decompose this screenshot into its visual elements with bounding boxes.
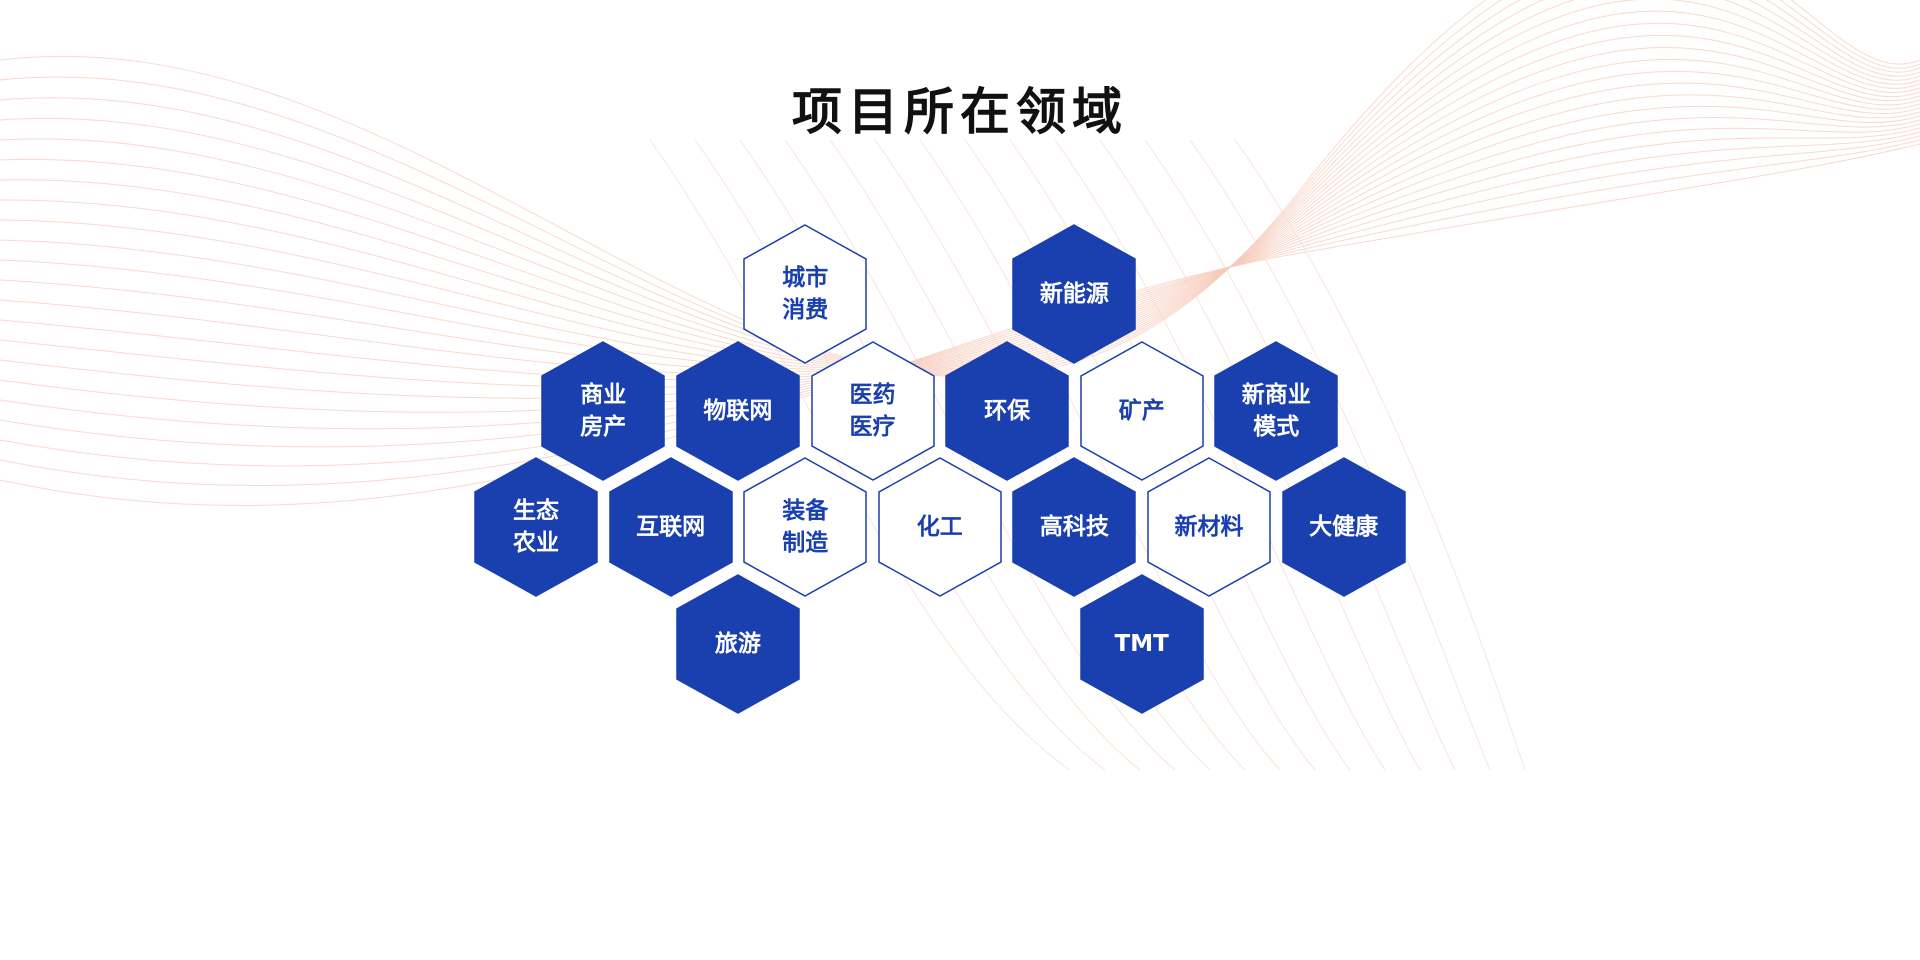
hexagon-shape bbox=[541, 340, 666, 481]
domain-hex[interactable]: 环保 bbox=[945, 340, 1069, 481]
domain-hex[interactable]: 化工 bbox=[878, 457, 1002, 597]
domain-hex-label: 装备 制造 bbox=[782, 498, 829, 556]
hexagon-shape bbox=[810, 340, 935, 481]
wave-line bbox=[0, 127, 1920, 430]
wave-line bbox=[0, 139, 1920, 486]
hexagon-shape bbox=[945, 340, 1069, 481]
domain-hex-label: 新能源 bbox=[1039, 281, 1109, 307]
domain-hex[interactable]: 新材料 bbox=[1147, 457, 1271, 597]
domain-hex[interactable]: 生态 农业 bbox=[474, 457, 598, 597]
wave-line bbox=[0, 58, 1920, 371]
hexagon-shape bbox=[1281, 457, 1406, 597]
domain-hex[interactable]: TMT bbox=[1079, 573, 1204, 714]
domain-hex-label: 矿产 bbox=[1118, 397, 1165, 424]
hexagon-shape bbox=[474, 457, 598, 597]
domain-hex-label: 物联网 bbox=[703, 397, 773, 424]
hexagon-shape bbox=[676, 573, 800, 714]
hexagon-shape bbox=[1012, 224, 1137, 364]
domain-hex-label: 高科技 bbox=[1039, 514, 1109, 540]
domain-hex-label: 生态 农业 bbox=[513, 498, 559, 556]
domain-hex-label: 商业 房产 bbox=[580, 381, 627, 440]
wave-line bbox=[0, 82, 1920, 376]
domain-hex-label: 旅游 bbox=[714, 630, 761, 657]
hexagon-shape bbox=[1214, 340, 1339, 481]
domain-hex[interactable]: 新能源 bbox=[1012, 224, 1137, 364]
hexagon-shape bbox=[608, 457, 733, 597]
hexagon-shape bbox=[743, 457, 867, 597]
wave-line bbox=[0, 94, 1920, 381]
wave-line bbox=[0, 10, 1920, 370]
domain-hex-label: 互联网 bbox=[636, 514, 706, 540]
wave-line bbox=[0, 0, 1920, 372]
wave-line bbox=[0, 0, 1920, 378]
domain-hex[interactable]: 互联网 bbox=[608, 457, 733, 597]
wave-line bbox=[0, 123, 1920, 413]
wave-line bbox=[0, 105, 1920, 388]
wave-line bbox=[0, 135, 1920, 467]
wave-line bbox=[0, 70, 1920, 373]
domain-hex-label: TMT bbox=[1114, 630, 1169, 657]
wave-line bbox=[0, 0, 1920, 375]
wave-line bbox=[0, 22, 1920, 370]
domain-hex[interactable]: 新商业 模式 bbox=[1214, 340, 1339, 481]
domain-hex[interactable]: 装备 制造 bbox=[743, 457, 867, 597]
hexagon-shape bbox=[1079, 340, 1204, 481]
wave-line bbox=[0, 0, 1920, 377]
domain-hex[interactable]: 物联网 bbox=[676, 340, 800, 481]
domain-hex-label: 新商业 模式 bbox=[1241, 381, 1311, 440]
hexagon-shape bbox=[743, 224, 867, 364]
wave-line bbox=[0, 143, 1920, 506]
hexagon-shape bbox=[1147, 457, 1271, 597]
domain-hex-label: 城市 消费 bbox=[782, 265, 829, 323]
wave-line bbox=[0, 34, 1920, 369]
domain-hex[interactable]: 旅游 bbox=[676, 573, 800, 714]
hexagon-shape bbox=[1079, 573, 1204, 714]
wave-line bbox=[1234, 139, 1526, 771]
wave-line bbox=[0, 0, 1920, 371]
hexagon-shape bbox=[878, 457, 1002, 597]
domain-hex-label: 大健康 bbox=[1309, 514, 1379, 540]
domain-hex-label: 化工 bbox=[916, 514, 963, 540]
wave-line bbox=[0, 117, 1920, 399]
wave-line bbox=[0, 0, 1920, 373]
domain-hex[interactable]: 高科技 bbox=[1012, 457, 1137, 597]
domain-hex[interactable]: 城市 消费 bbox=[743, 224, 867, 364]
domain-hex-label: 环保 bbox=[984, 397, 1031, 424]
wave-line bbox=[0, 131, 1920, 448]
domain-hex[interactable]: 大健康 bbox=[1281, 457, 1406, 597]
domain-hex[interactable]: 矿产 bbox=[1079, 340, 1204, 481]
domain-hex[interactable]: 商业 房产 bbox=[541, 340, 666, 481]
wave-line bbox=[0, 46, 1920, 370]
hexagon-shape bbox=[1012, 457, 1137, 597]
page-title: 项目所在领域 bbox=[792, 83, 1128, 141]
domain-hex-label: 新材料 bbox=[1174, 514, 1244, 540]
hexagon-shape bbox=[676, 340, 800, 481]
domain-hex[interactable]: 医药 医疗 bbox=[810, 340, 935, 481]
domain-hex-label: 医药 医疗 bbox=[849, 381, 896, 440]
